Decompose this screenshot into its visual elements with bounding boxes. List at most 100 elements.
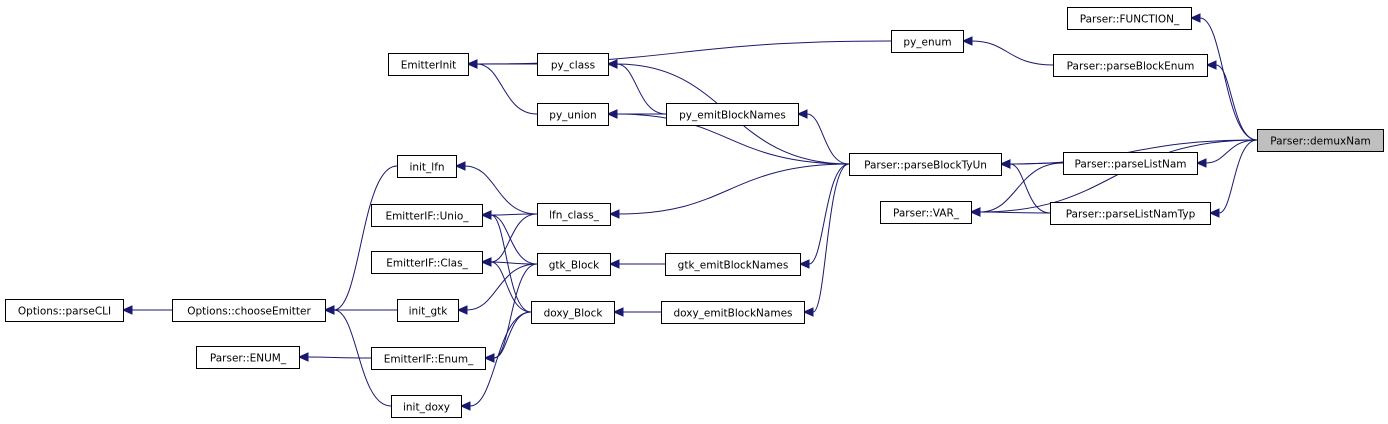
- edge-line: [806, 113, 850, 165]
- edge-chooseEmitter-to-parseCLI: [121, 305, 172, 315]
- edge-line: [618, 163, 850, 215]
- node-label: Options::chooseEmitter: [187, 306, 311, 318]
- arrowhead: [606, 59, 618, 69]
- edge-line: [476, 63, 538, 115]
- edge-line: [333, 165, 398, 311]
- node-label: gtk_Block: [549, 260, 600, 272]
- node-py_union[interactable]: py_union: [537, 103, 609, 126]
- arrowhead: [969, 207, 981, 217]
- arrowhead: [796, 109, 808, 119]
- edge-line: [1009, 163, 1051, 214]
- arrowhead: [606, 109, 618, 119]
- node-init_doxy[interactable]: init_doxy: [391, 395, 462, 418]
- edge-line: [979, 162, 1064, 213]
- node-label: Parser::FUNCTION_: [1080, 14, 1180, 26]
- node-Unio_[interactable]: EmitterIF::Unio_: [371, 204, 483, 227]
- arrowhead: [323, 305, 335, 315]
- node-FUNCTION_[interactable]: Parser::FUNCTION_: [1067, 7, 1192, 30]
- node-label: Parser::parseListNam: [1075, 159, 1187, 171]
- edge-line: [616, 63, 667, 115]
- node-label: py_emitBlockNames: [679, 110, 786, 122]
- node-label: Parser::demuxNam: [1270, 136, 1371, 148]
- edge-line: [808, 163, 850, 265]
- node-box: [1257, 129, 1384, 152]
- node-box: [1053, 54, 1208, 77]
- edge-parseBlockEnum-to-py_enum: [961, 36, 1054, 66]
- arrowhead: [1208, 208, 1220, 218]
- node-label: doxy_Block: [544, 308, 604, 320]
- edge-doxy_Block-to-Clas_: [480, 257, 532, 313]
- node-Enum_[interactable]: EmitterIF::Enum_: [371, 347, 486, 370]
- node-label: EmitterInit: [401, 60, 457, 72]
- edge-line: [490, 214, 532, 313]
- edge-parseBlockTyUn-to-lfn_class_: [608, 163, 850, 219]
- edge-init_lfn-to-chooseEmitter: [323, 165, 398, 315]
- node-init_lfn[interactable]: init_lfn: [397, 155, 457, 178]
- edge-line: [616, 113, 850, 165]
- edge-demuxNam-to-parseListNam: [1195, 139, 1258, 168]
- node-parseBlockEnum[interactable]: Parser::parseBlockEnum: [1053, 54, 1208, 77]
- node-EmitterInit[interactable]: EmitterInit: [388, 53, 469, 76]
- node-py_enum[interactable]: py_enum: [891, 30, 964, 53]
- node-Clas_[interactable]: EmitterIF::Clas_: [371, 251, 483, 274]
- node-gtk_Block[interactable]: gtk_Block: [537, 253, 611, 276]
- node-label: Parser::parseBlockEnum: [1067, 61, 1195, 73]
- node-box: [388, 53, 469, 76]
- node-box: [666, 103, 799, 126]
- node-label: EmitterIF::Clas_: [386, 258, 468, 270]
- node-init_gtk[interactable]: init_gtk: [397, 299, 459, 322]
- node-label: py_union: [549, 110, 596, 122]
- node-label: Options::parseCLI: [18, 306, 111, 318]
- edge-line: [979, 139, 1258, 213]
- node-label: Parser::parseBlockTyUn: [864, 160, 987, 172]
- arrowhead: [459, 401, 471, 411]
- arrowhead: [121, 305, 133, 315]
- edge-demuxNam-to-parseListNamTyp: [1208, 139, 1258, 218]
- edge-line: [493, 263, 538, 359]
- arrowhead: [1189, 13, 1201, 23]
- edge-parseBlockTyUn-to-py_emitBlockNames: [796, 109, 850, 165]
- node-chooseEmitter[interactable]: Options::chooseEmitter: [172, 299, 326, 322]
- edge-line: [1218, 139, 1258, 214]
- node-box: [849, 153, 1002, 176]
- node-label: Parser::ENUM_: [210, 353, 287, 365]
- node-label: Parser::parseListNamTyp: [1066, 209, 1196, 221]
- edge-line: [971, 40, 1054, 66]
- node-box: [537, 253, 611, 276]
- arrowhead: [798, 259, 810, 269]
- edge-doxy_Block-to-Enum_: [483, 311, 532, 363]
- node-label: init_gtk: [409, 306, 449, 318]
- arrowhead: [480, 257, 492, 267]
- node-lfn_class_[interactable]: lfn_class_: [537, 203, 611, 226]
- node-box: [665, 253, 801, 276]
- arrowhead: [466, 59, 478, 69]
- edge-py_union-to-EmitterInit: [466, 59, 538, 115]
- edge-line: [464, 165, 538, 215]
- node-doxy_emitBlockNames[interactable]: doxy_emitBlockNames: [661, 301, 805, 324]
- node-doxy_Block[interactable]: doxy_Block: [531, 301, 615, 324]
- node-box: [537, 53, 609, 76]
- node-parseCLI[interactable]: Options::parseCLI: [5, 299, 124, 322]
- edge-parseBlockTyUn-to-doxy_emitBlockNames: [802, 163, 850, 317]
- node-parseListNamTyp[interactable]: Parser::parseListNamTyp: [1050, 202, 1211, 225]
- node-box: [661, 301, 805, 324]
- node-box: [172, 299, 326, 322]
- node-py_emitBlockNames[interactable]: py_emitBlockNames: [666, 103, 799, 126]
- node-box: [531, 301, 615, 324]
- node-parseListNam[interactable]: Parser::parseListNam: [1063, 152, 1198, 175]
- node-label: py_class: [551, 60, 595, 72]
- node-gtk_emitBlockNames[interactable]: gtk_emitBlockNames: [665, 253, 801, 276]
- node-py_class[interactable]: py_class: [537, 53, 609, 76]
- node-label: gtk_emitBlockNames: [678, 260, 789, 272]
- node-ENUM_[interactable]: Parser::ENUM_: [196, 346, 300, 369]
- node-VAR_[interactable]: Parser::VAR_: [880, 201, 972, 224]
- node-box: [1067, 7, 1192, 30]
- node-parseBlockTyUn[interactable]: Parser::parseBlockTyUn: [849, 153, 1002, 176]
- edge-line: [466, 263, 538, 311]
- arrowhead: [297, 352, 309, 362]
- arrowhead: [608, 209, 620, 219]
- node-label: EmitterIF::Unio_: [385, 211, 469, 223]
- arrowhead: [999, 159, 1011, 169]
